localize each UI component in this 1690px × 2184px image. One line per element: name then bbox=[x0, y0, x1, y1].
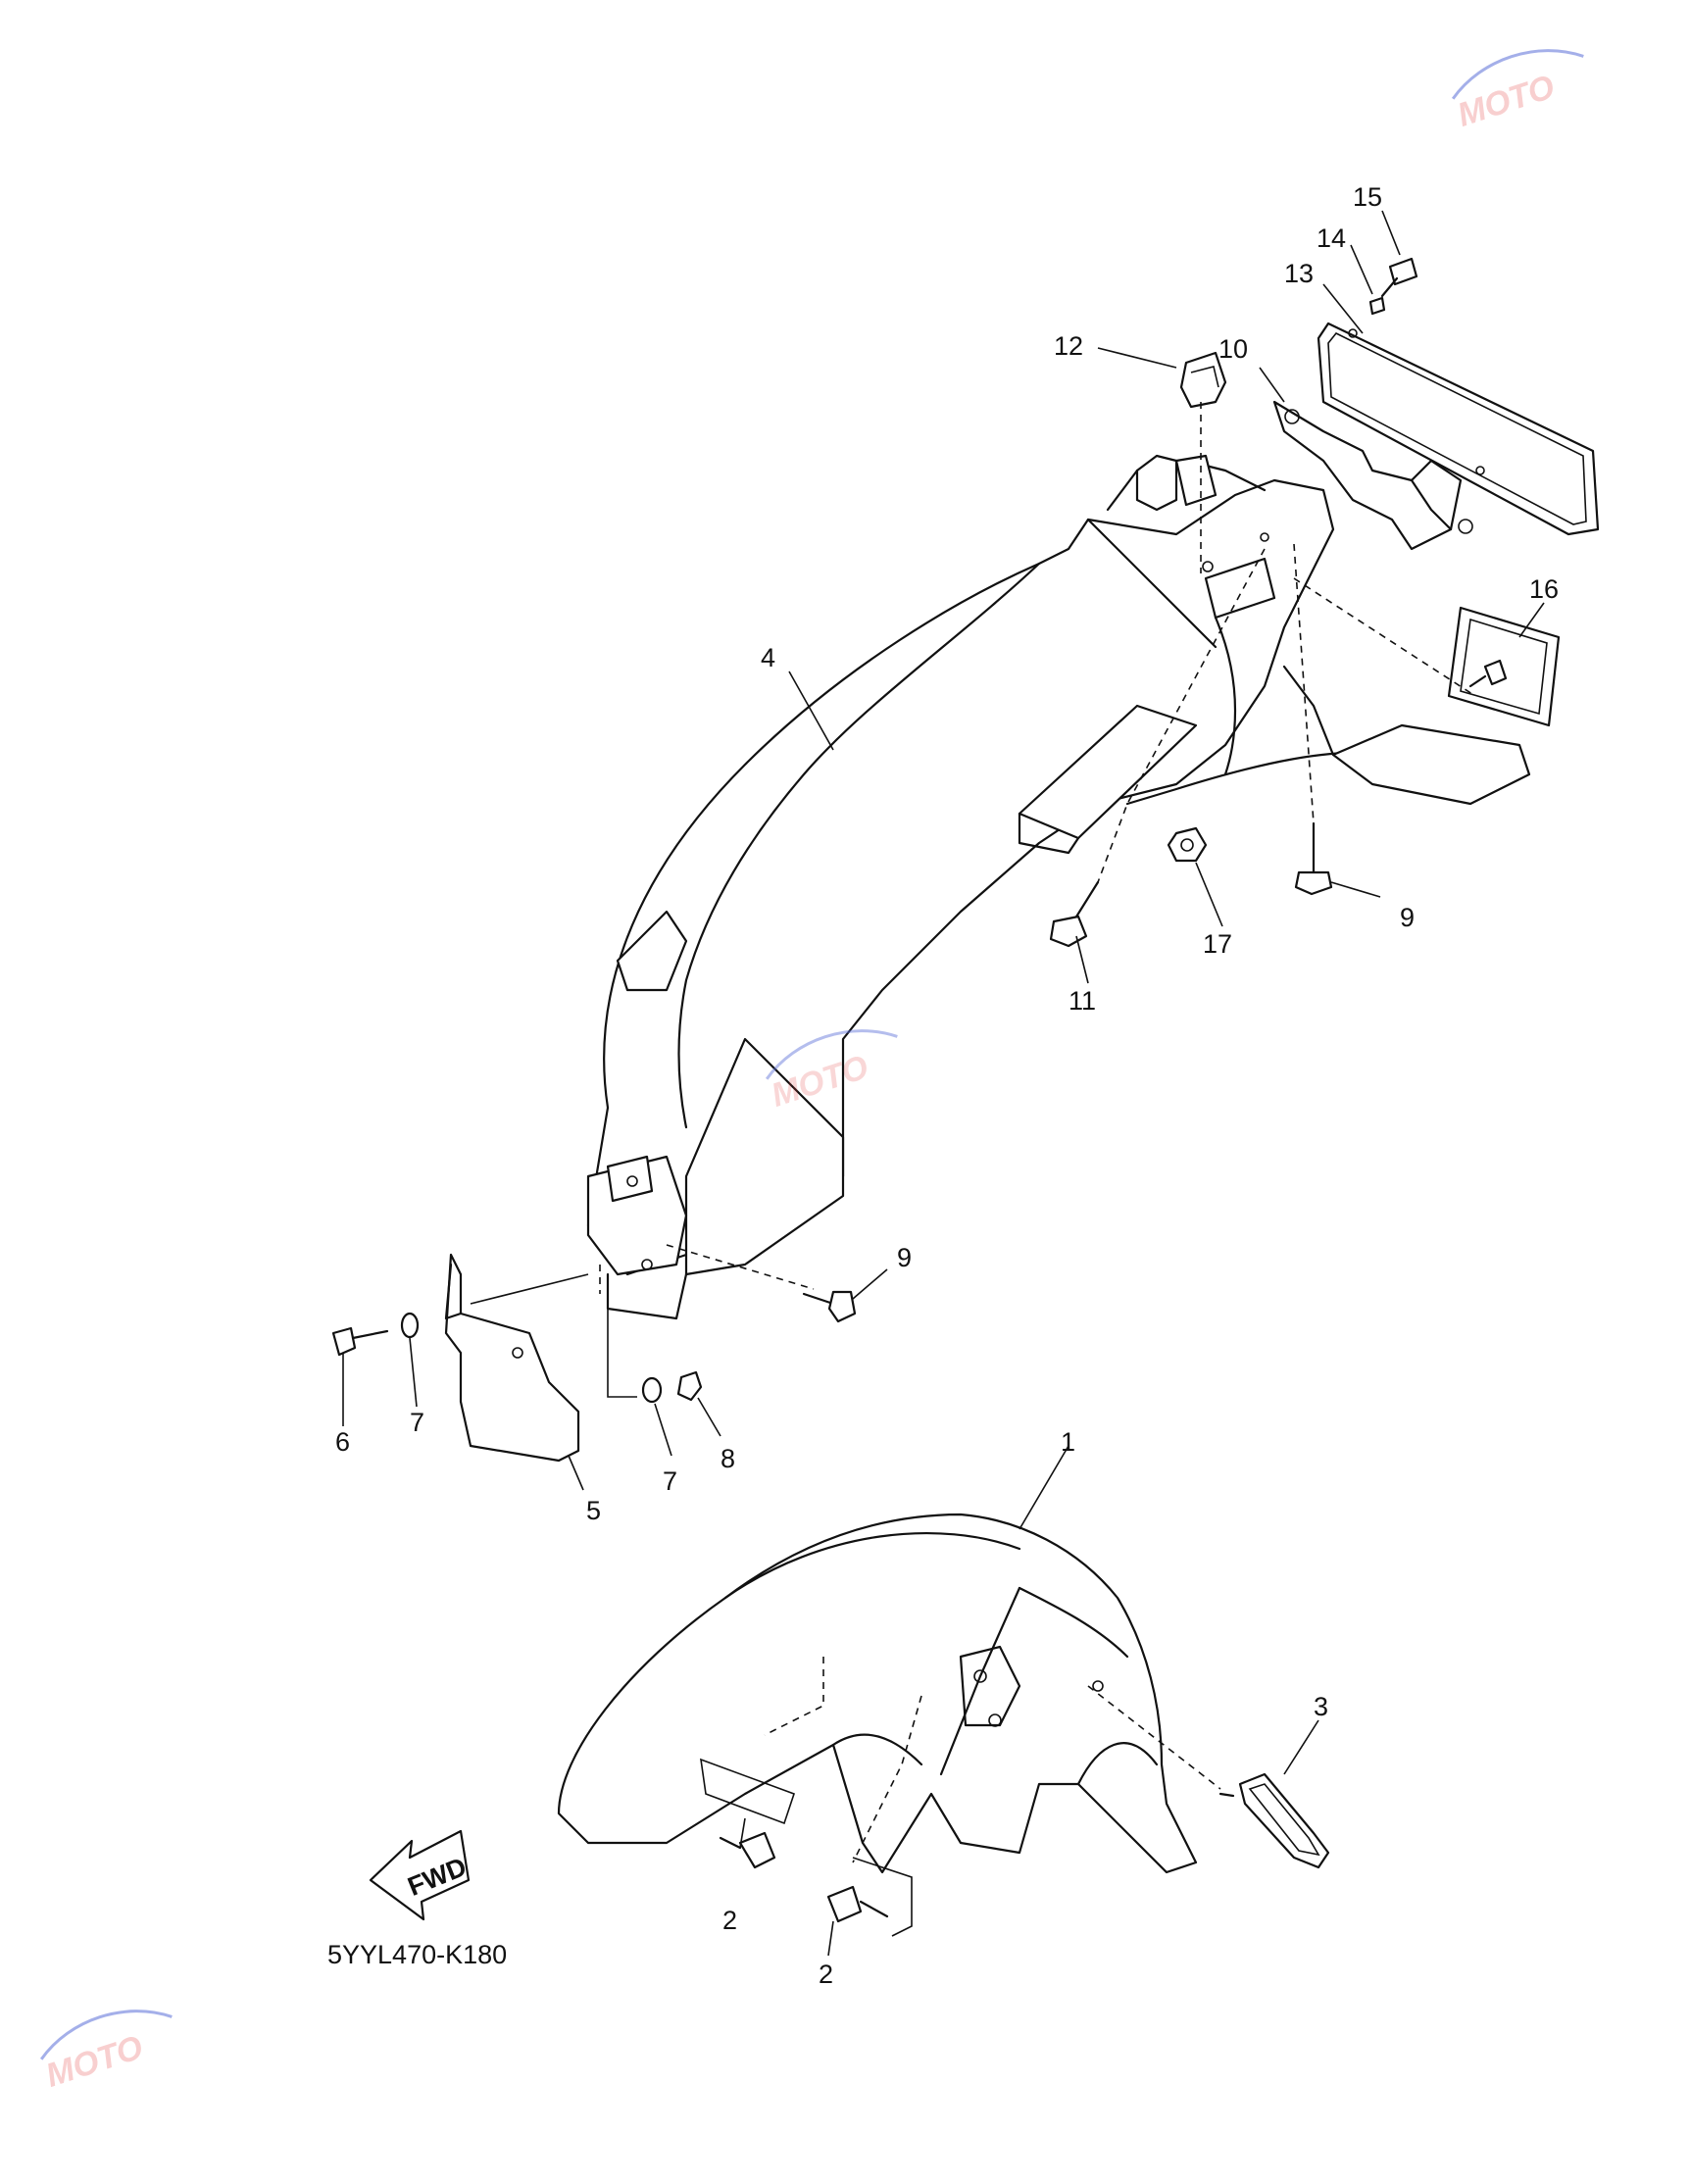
callout-8: 8 bbox=[721, 1444, 735, 1473]
leader-lines bbox=[342, 210, 1545, 1957]
callout-9b: 9 bbox=[897, 1243, 912, 1272]
callout-6: 6 bbox=[335, 1427, 350, 1457]
fwd-arrow: FWD bbox=[369, 1829, 471, 1921]
license-bracket bbox=[1272, 400, 1473, 551]
nut-17 bbox=[1167, 826, 1208, 863]
callout-2b: 2 bbox=[819, 1960, 833, 1989]
callout-4: 4 bbox=[761, 643, 775, 672]
license-plate-frame bbox=[1317, 322, 1600, 536]
rear-fender bbox=[586, 454, 1531, 1320]
callout-11: 11 bbox=[1069, 986, 1096, 1016]
callout-1: 1 bbox=[1061, 1427, 1075, 1457]
front-reflector bbox=[1218, 1772, 1330, 1869]
callout-13: 13 bbox=[1284, 259, 1314, 288]
bolt-9-front bbox=[802, 1290, 857, 1323]
callout-15: 15 bbox=[1353, 182, 1382, 212]
bolt-2b bbox=[826, 1885, 889, 1923]
nut-8 bbox=[676, 1370, 703, 1402]
callout-5: 5 bbox=[586, 1496, 601, 1525]
bolt-15 bbox=[1380, 257, 1418, 298]
callout-17: 17 bbox=[1203, 929, 1232, 959]
fender-cover bbox=[444, 1253, 580, 1463]
bolt-6 bbox=[331, 1326, 389, 1357]
front-fender bbox=[557, 1513, 1198, 1874]
callout-2a: 2 bbox=[722, 1906, 737, 1935]
assembly-lines bbox=[470, 402, 1476, 1937]
watermark-logo-bottom: MOTO bbox=[39, 2010, 173, 2095]
callout-10: 10 bbox=[1218, 334, 1248, 364]
bolt-11 bbox=[1049, 880, 1100, 948]
svg-text:MOTO: MOTO bbox=[1453, 68, 1559, 133]
callout-3: 3 bbox=[1314, 1692, 1328, 1721]
washer-7a bbox=[400, 1312, 420, 1339]
callout-7b: 7 bbox=[663, 1466, 677, 1496]
callout-7a: 7 bbox=[410, 1408, 424, 1437]
svg-text:MOTO: MOTO bbox=[41, 2028, 147, 2094]
callouts: 1 2 2 3 4 5 6 7 7 8 9 9 10 11 12 13 14 1… bbox=[335, 182, 1559, 1989]
bolt-2a bbox=[719, 1831, 776, 1869]
rear-reflector bbox=[1447, 606, 1561, 727]
diagram-code: 5YYL470-K180 bbox=[327, 1940, 507, 1969]
watermark-logo-top: MOTO bbox=[1451, 49, 1584, 134]
washer-7b bbox=[641, 1376, 663, 1404]
callout-9a: 9 bbox=[1400, 903, 1415, 932]
callout-14: 14 bbox=[1317, 223, 1346, 253]
callout-16: 16 bbox=[1529, 574, 1559, 604]
bolt-9-rear bbox=[1294, 821, 1333, 896]
rubber-grommet-12 bbox=[1179, 351, 1227, 409]
collar-14 bbox=[1368, 296, 1386, 316]
callout-12: 12 bbox=[1054, 331, 1083, 361]
